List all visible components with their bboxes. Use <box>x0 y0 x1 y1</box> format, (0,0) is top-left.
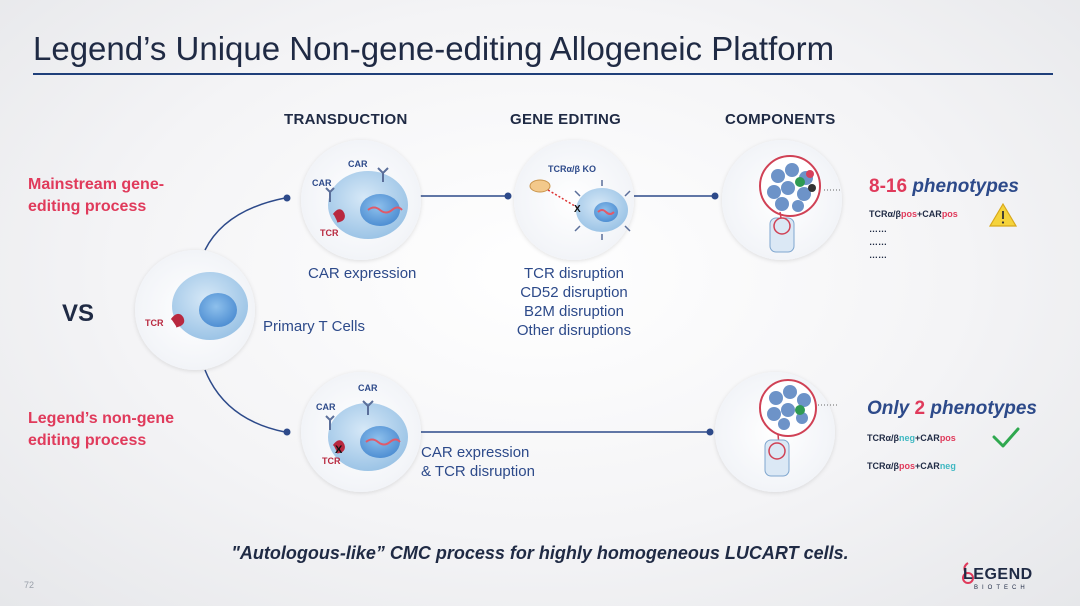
disruption-item: B2M disruption <box>523 303 625 320</box>
tcr-label: TCR <box>322 456 341 466</box>
header-gene-editing: GENE EDITING <box>510 111 622 128</box>
logo-subtitle: BIOTECH <box>974 585 1029 591</box>
phenotype-line: TCRα/βneg+CARpos <box>867 433 956 443</box>
branch-curve-top <box>204 197 286 251</box>
gene-editing-cell-illustration: X TCRα/β KO <box>514 140 634 260</box>
mainstream-label-line1: Mainstream gene- <box>28 176 165 193</box>
phenotype-line: TCRα/βpos+CARneg <box>867 461 956 471</box>
transduction-cell-top-illustration: CAR CAR TCR <box>301 140 421 260</box>
disruptions-list: TCR disruption CD52 disruption B2M disru… <box>494 264 654 340</box>
ellipsis: …… <box>869 250 887 260</box>
header-components: COMPONENTS <box>725 111 836 128</box>
legend-process-label: Legend’s non-gene editing process <box>28 408 174 452</box>
components-bottom-illustration <box>715 372 838 492</box>
legend-phenotypes-heading: Only 2 phenotypes <box>867 398 1037 420</box>
tcr-disruption-line: & TCR disruption <box>421 463 535 480</box>
logo-name: LEGEND <box>963 566 1033 583</box>
connector-dot <box>706 428 714 436</box>
phenotype-word: phenotypes <box>930 398 1037 419</box>
mainstream-label-line2: editing process <box>28 198 147 215</box>
title-divider <box>33 73 1053 75</box>
connector-dot <box>504 192 512 200</box>
connector-dot <box>711 192 719 200</box>
disruption-item: TCR disruption <box>523 265 625 282</box>
legend-label-line1: Legend’s non-gene <box>28 410 175 427</box>
tcr-ko-label: TCRα/β KO <box>548 164 596 174</box>
ellipsis: …… <box>869 224 887 234</box>
car-label: CAR <box>312 178 332 188</box>
phenotype-line: TCRα/βpos+CARpos <box>869 209 958 219</box>
connector-dot <box>283 428 291 436</box>
car-expression-line: CAR expression <box>421 444 530 461</box>
branch-curve-bottom <box>204 369 286 433</box>
disruption-item: Other disruptions <box>516 322 632 339</box>
primary-t-cell-illustration: TCR <box>135 250 255 370</box>
x-mark: X <box>335 444 343 456</box>
check-mark-icon <box>992 427 1020 448</box>
car-label: CAR <box>316 402 336 412</box>
phenotype-word: phenotypes <box>912 176 1019 197</box>
mainstream-phenotypes-heading: 8-16 phenotypes <box>869 176 1019 198</box>
footer-tagline: "Autologous-like” CMC process for highly… <box>231 543 849 563</box>
vs-label: VS <box>62 300 95 327</box>
legend-logo-icon <box>962 562 974 584</box>
phenotype-count: 8-16 <box>869 176 908 197</box>
legend-label-line2: editing process <box>28 432 147 449</box>
connector-dot <box>283 194 291 202</box>
mainstream-process-label: Mainstream gene- editing process <box>28 174 164 218</box>
x-mark: X <box>574 204 581 215</box>
disruption-item: CD52 disruption <box>520 284 628 301</box>
header-transduction: TRANSDUCTION <box>284 111 408 128</box>
page-title: Legend’s Unique Non-gene-editing Allogen… <box>33 30 835 67</box>
car-expression-label: CAR expression <box>308 265 417 282</box>
phenotype-count: 2 <box>914 398 926 419</box>
car-expression-tcr-disruption-label: CAR expression & TCR disruption <box>421 443 535 481</box>
ellipsis: …… <box>869 237 887 247</box>
phenotype-prefix: Only <box>867 398 910 419</box>
car-label: CAR <box>358 383 378 393</box>
car-label: CAR <box>348 159 368 169</box>
page-number: 72 <box>24 580 35 590</box>
tcr-label: TCR <box>320 228 339 238</box>
components-top-illustration <box>722 140 842 260</box>
warning-triangle-icon <box>988 202 1018 227</box>
primary-t-cells-label: Primary T Cells <box>263 318 365 335</box>
transduction-cell-bottom-illustration: X CAR CAR TCR <box>301 372 421 492</box>
tcr-label: TCR <box>145 318 164 328</box>
